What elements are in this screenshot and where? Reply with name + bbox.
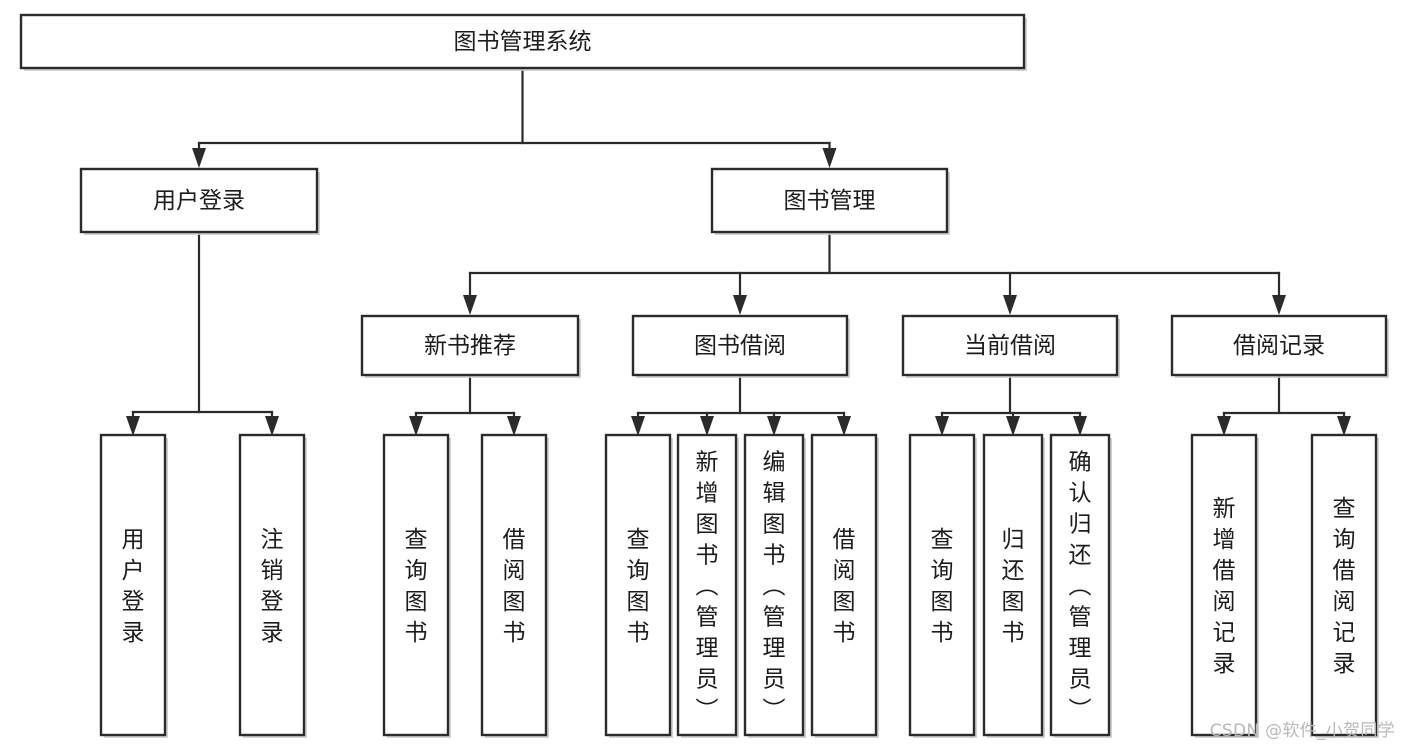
nodes-layer: 图书管理系统用户登录图书管理新书推荐图书借阅当前借阅借阅记录用户登录注销登录查询… [19,13,1389,738]
node-leaf-query-book-1-label: 查询图书 [405,527,428,646]
node-leaf-user-login-label: 用户登录 [122,527,145,646]
node-leaf-confirm-return[interactable]: 确认归还︵管理员︶ [1049,433,1112,738]
arrow-head-icon [767,416,781,436]
node-book-manage-label: 图书管理 [784,188,876,214]
node-book-manage-rect[interactable] [710,167,949,234]
node-new-book-rec[interactable]: 新书推荐 [360,314,581,378]
arrow-head-icon [631,416,645,436]
node-leaf-borrow-book-2-rect[interactable] [810,433,878,737]
node-leaf-query-record[interactable]: 查询借阅记录 [1310,433,1379,738]
arrow-head-icon [126,416,140,436]
node-leaf-query-record-rect[interactable] [1310,433,1378,737]
arrow-head-icon [463,295,477,315]
node-leaf-edit-book[interactable]: 编辑图书︵管理员︶ [743,433,806,738]
node-leaf-borrow-book-2-label: 借阅图书 [833,527,856,646]
node-leaf-edit-book-rect[interactable] [743,433,805,737]
node-leaf-add-record[interactable]: 新增借阅记录 [1190,433,1259,738]
node-leaf-user-login[interactable]: 用户登录 [99,433,168,738]
node-current-borrow-rect[interactable] [901,314,1119,377]
arrow-head-icon [700,416,714,436]
node-leaf-user-login-rect[interactable] [99,433,167,737]
node-book-borrow-label: 图书借阅 [694,333,786,359]
node-leaf-user-logout-label: 注销登录 [261,527,284,646]
node-leaf-borrow-book-1-rect[interactable] [480,433,548,737]
node-book-borrow[interactable]: 图书借阅 [631,314,850,378]
node-leaf-return-book-label: 归还图书 [1002,527,1025,646]
node-leaf-query-book-2-label: 查询图书 [627,527,650,646]
node-user-login-label: 用户登录 [153,188,245,214]
arrow-head-icon [409,416,423,436]
edges-layer [126,66,1351,436]
node-new-book-rec-label: 新书推荐 [424,333,516,359]
node-leaf-query-book-2[interactable]: 查询图书 [604,433,673,738]
node-leaf-query-record-label: 查询借阅记录 [1333,496,1356,677]
node-current-borrow-label: 当前借阅 [964,333,1056,359]
node-leaf-query-book-2-rect[interactable] [604,433,672,737]
node-leaf-confirm-return-label: 确认归还︵管理员︶ [1069,450,1092,724]
node-borrow-record-rect[interactable] [1170,314,1388,377]
node-leaf-add-book-label: 新增图书︵管理员︶ [696,450,719,724]
node-borrow-record[interactable]: 借阅记录 [1170,314,1389,378]
arrow-head-icon [837,416,851,436]
node-leaf-borrow-book-2[interactable]: 借阅图书 [810,433,879,738]
arrow-head-icon [1337,416,1351,436]
node-leaf-add-book[interactable]: 新增图书︵管理员︶ [676,433,739,738]
node-leaf-edit-book-label: 编辑图书︵管理员︶ [763,450,786,724]
node-leaf-query-book-3[interactable]: 查询图书 [908,433,977,738]
node-book-manage[interactable]: 图书管理 [710,167,950,235]
csdn-watermark: CSDN @软件_小贺同学 [1209,721,1395,741]
node-leaf-return-book-rect[interactable] [982,433,1044,737]
node-leaf-query-book-3-rect[interactable] [908,433,976,737]
node-leaf-query-book-1[interactable]: 查询图书 [382,433,451,738]
node-leaf-query-book-3-label: 查询图书 [931,527,954,646]
arrow-head-icon [1073,416,1087,436]
arrow-head-icon [507,416,521,436]
node-root-label: 图书管理系统 [454,29,592,55]
node-leaf-add-record-rect[interactable] [1190,433,1258,737]
arrow-head-icon [265,416,279,436]
arrow-head-icon [1006,416,1020,436]
node-book-borrow-rect[interactable] [631,314,849,377]
node-leaf-confirm-return-rect[interactable] [1049,433,1111,737]
node-leaf-user-logout[interactable]: 注销登录 [238,433,307,738]
arrow-head-icon [733,295,747,315]
arrow-head-icon [822,148,837,168]
arrow-head-icon [1217,416,1231,436]
node-root-rect[interactable] [19,13,1026,70]
node-current-borrow[interactable]: 当前借阅 [901,314,1120,378]
node-leaf-borrow-book-1-label: 借阅图书 [503,527,526,646]
node-user-login[interactable]: 用户登录 [79,167,320,235]
node-leaf-borrow-book-1[interactable]: 借阅图书 [480,433,549,738]
node-leaf-query-book-1-rect[interactable] [382,433,450,737]
node-leaf-add-record-label: 新增借阅记录 [1213,496,1236,677]
node-leaf-add-book-rect[interactable] [676,433,738,737]
node-leaf-user-logout-rect[interactable] [238,433,306,737]
arrow-head-icon [1003,295,1017,315]
node-new-book-rec-rect[interactable] [360,314,580,377]
arrow-head-icon [1272,295,1286,315]
node-borrow-record-label: 借阅记录 [1233,333,1325,359]
node-user-login-rect[interactable] [79,167,319,234]
node-root[interactable]: 图书管理系统 [19,13,1027,71]
node-leaf-return-book[interactable]: 归还图书 [982,433,1045,738]
arrow-head-icon [935,416,949,436]
arrow-head-icon [192,148,206,168]
